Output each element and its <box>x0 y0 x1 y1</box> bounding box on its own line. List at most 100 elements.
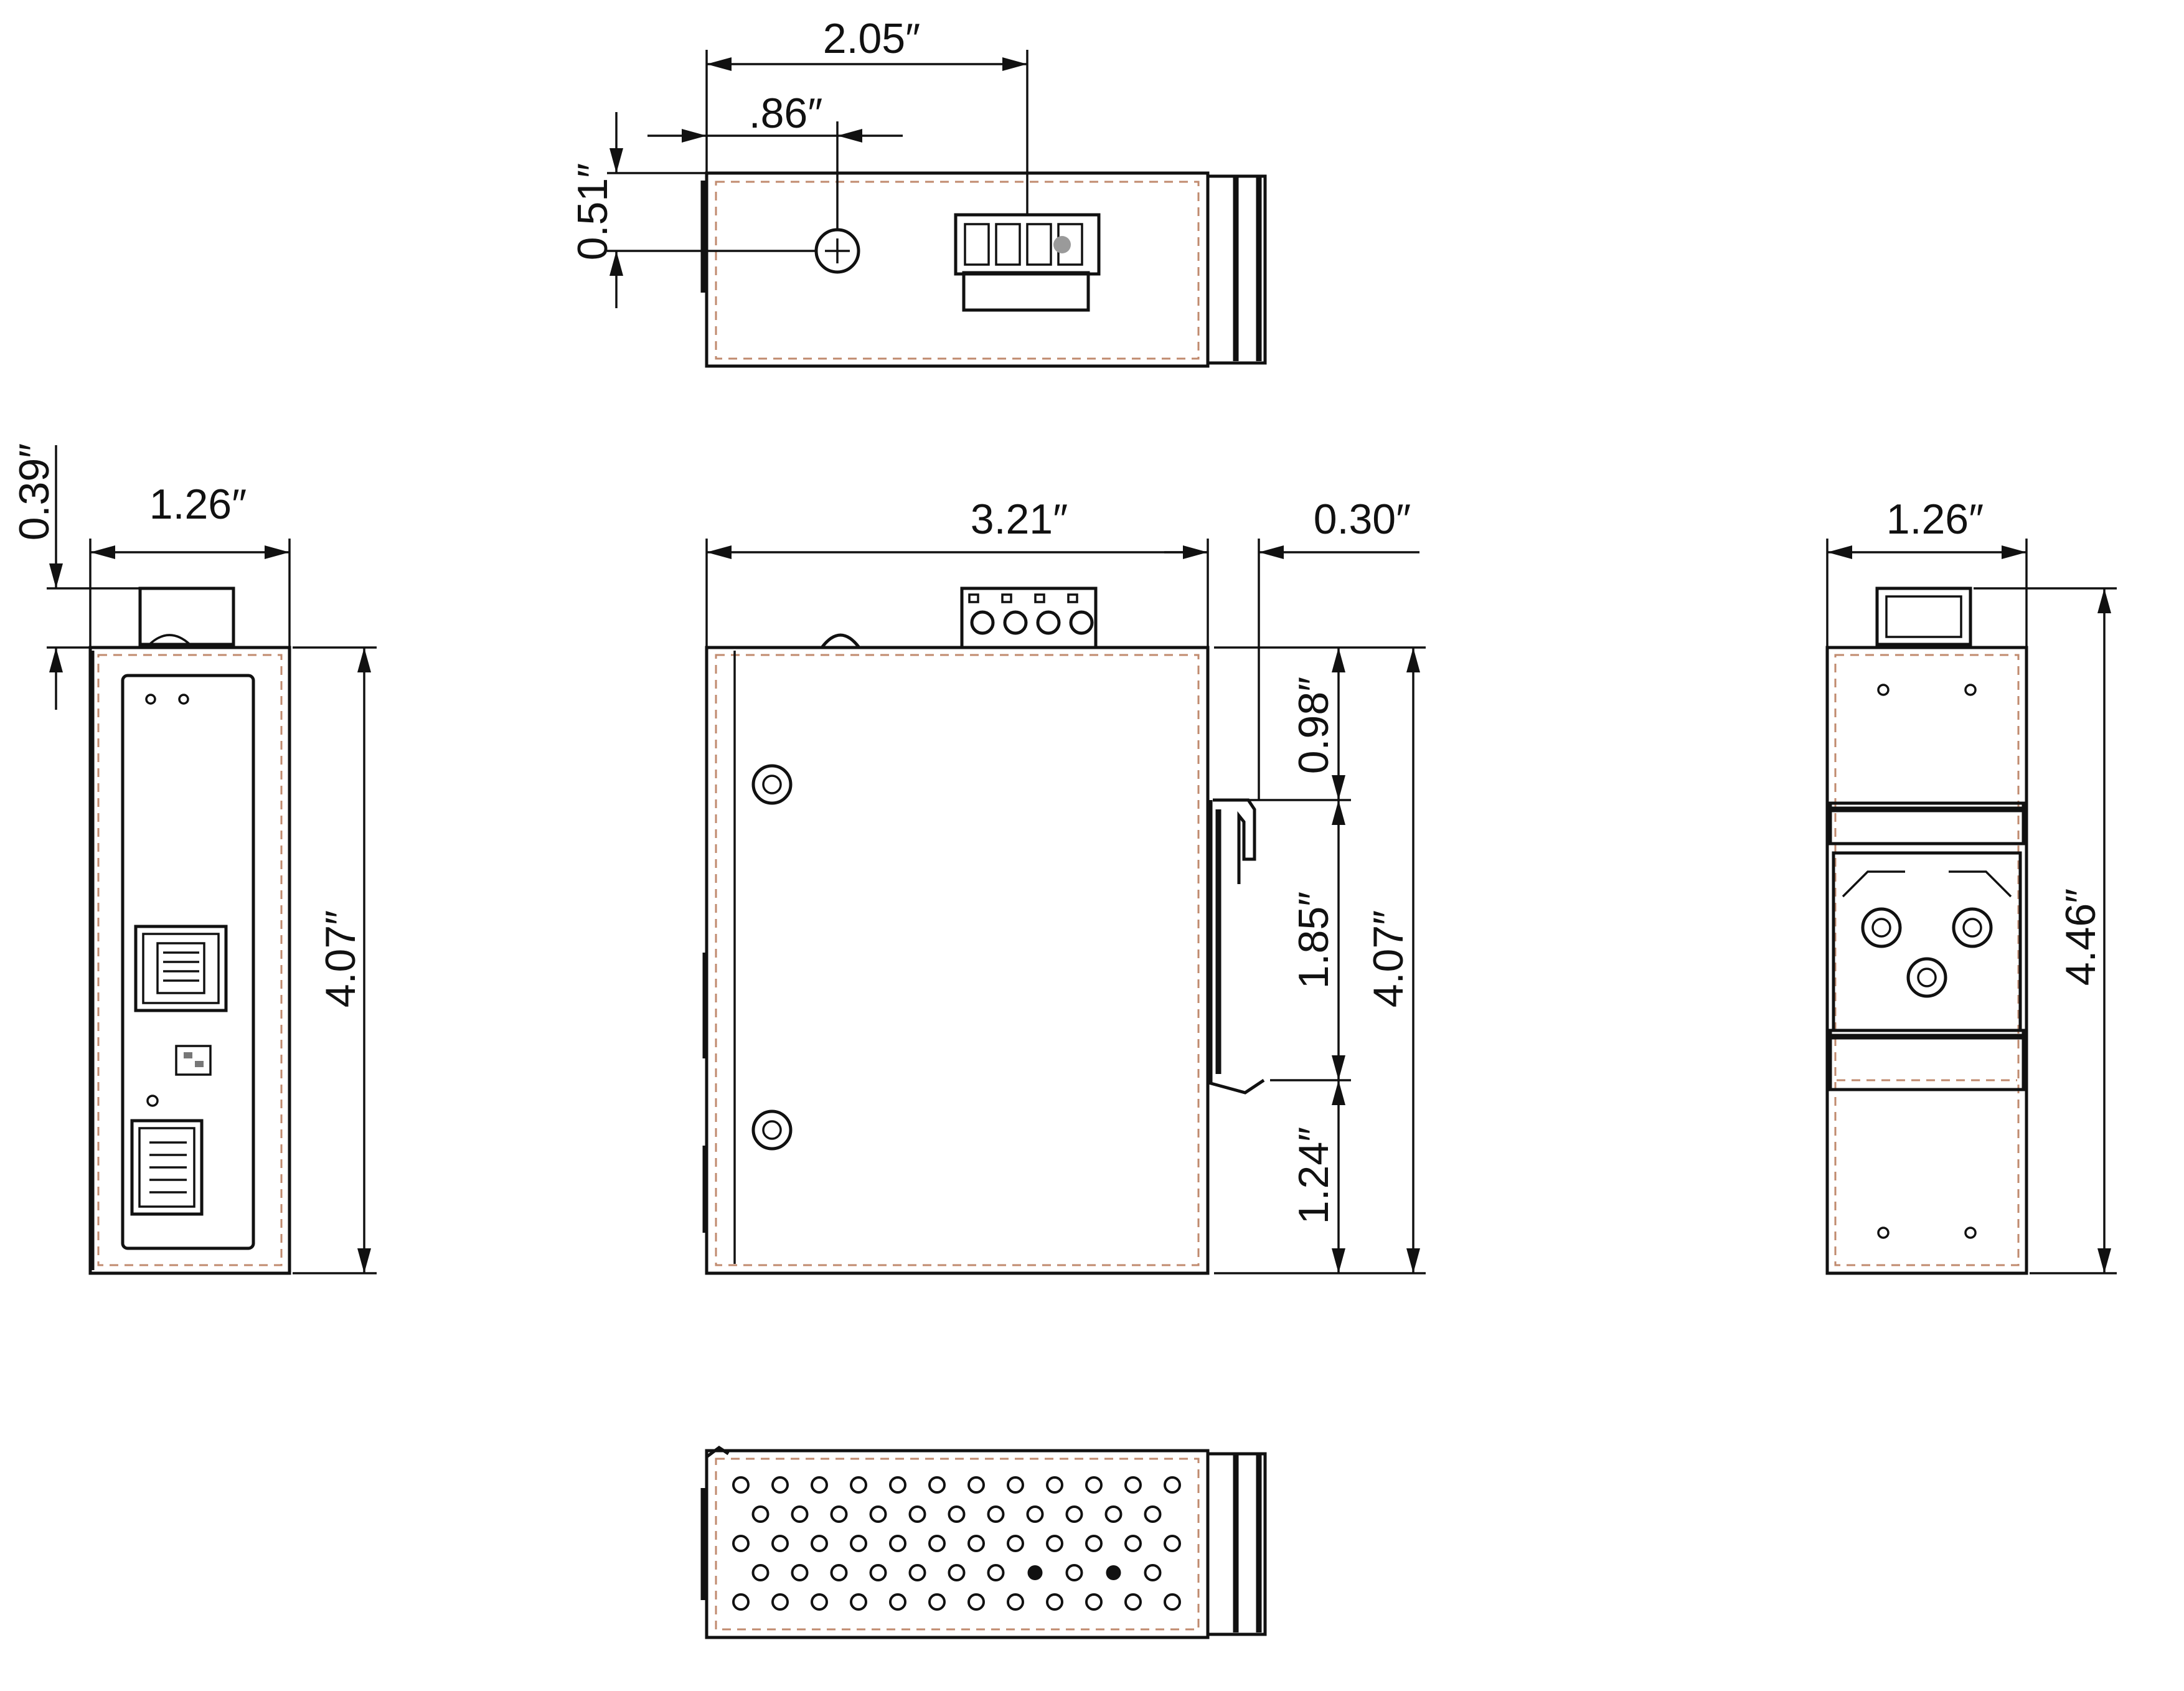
vent-hole <box>771 1593 789 1611</box>
vent-hole <box>987 1564 1005 1581</box>
front-width-label: 1.26″ <box>149 481 247 528</box>
vent-hole <box>1085 1593 1103 1611</box>
side-clip-label: 0.30″ <box>1314 496 1411 543</box>
vent-hole <box>771 1535 789 1552</box>
vent-hole <box>811 1476 828 1494</box>
vent-hole <box>1144 1564 1162 1581</box>
vent-hole <box>850 1593 867 1611</box>
vent-hole <box>732 1535 750 1552</box>
vent-hole <box>928 1535 946 1552</box>
vent-hole <box>1124 1593 1142 1611</box>
led-2-icon <box>178 694 189 705</box>
vent-hole <box>1026 1505 1044 1523</box>
bracket-screw-left-icon <box>1861 907 1902 948</box>
status-led-icon <box>146 1095 159 1107</box>
vent-hole <box>869 1505 887 1523</box>
vent-hole <box>811 1593 828 1611</box>
dip-switch-icon <box>175 1045 212 1076</box>
vent-hole <box>889 1476 906 1494</box>
vent-hole <box>908 1564 926 1581</box>
front-connector-label: 0.39″ <box>11 443 58 540</box>
vent-hole <box>1046 1476 1063 1494</box>
vent-hole <box>889 1535 906 1552</box>
vent-hole <box>1046 1593 1063 1611</box>
side-upper-label: 0.98″ <box>1290 677 1337 774</box>
side-lower-label: 1.24″ <box>1290 1127 1337 1224</box>
mount-screw-upper-icon <box>751 764 793 805</box>
bracket-screw-right-icon <box>1952 907 1993 948</box>
rear-hole-3-icon <box>1877 1227 1890 1239</box>
vent-hole <box>811 1535 828 1552</box>
top-width-label: 2.05″ <box>823 15 920 62</box>
vent-hole <box>751 1505 770 1523</box>
vent-hole <box>830 1564 848 1581</box>
vent-hole <box>1164 1535 1181 1552</box>
vent-hole <box>869 1564 887 1581</box>
ground-screw-icon <box>814 228 860 274</box>
vent-hole <box>1065 1564 1083 1581</box>
terminal-block-top <box>954 213 1101 312</box>
vent-hole <box>928 1476 946 1494</box>
rear-hole-2-icon <box>1964 684 1977 696</box>
side-height-label: 4.07″ <box>1365 910 1412 1007</box>
vent-hole <box>1085 1535 1103 1552</box>
vent-hole <box>751 1564 770 1581</box>
power-connector-front <box>138 586 235 646</box>
vent-hole <box>732 1476 750 1494</box>
vent-hole <box>791 1505 809 1523</box>
vent-hole <box>967 1476 985 1494</box>
din-rail-clip <box>1209 798 1265 1095</box>
vent-hole <box>967 1535 985 1552</box>
vent-hole <box>987 1505 1005 1523</box>
vent-hole <box>1144 1505 1162 1523</box>
vent-hole <box>908 1505 926 1523</box>
vent-hole <box>1007 1593 1024 1611</box>
power-terminal-side <box>960 586 1098 649</box>
side-view: 3.21″ 0.30″ 0.98″ 1.85″ 1.24″ 4.07″ <box>702 496 1426 1275</box>
rj45-port-icon <box>134 925 228 1012</box>
vent-hole <box>791 1564 809 1581</box>
vent-hole <box>948 1564 966 1581</box>
vent-hole <box>889 1593 906 1611</box>
vent-hole <box>1104 1505 1123 1523</box>
sfp-port-icon <box>130 1119 204 1216</box>
top-depth-label: 0.51″ <box>569 163 616 260</box>
power-connector-rear <box>1875 586 1972 646</box>
vent-hole <box>850 1535 867 1552</box>
vent-hole <box>850 1476 867 1494</box>
rear-height-label: 4.46″ <box>2057 888 2104 986</box>
mount-screw-lower-icon <box>751 1109 793 1151</box>
led-1-icon <box>145 694 156 705</box>
front-view: 1.26″ 0.39″ 4.07″ <box>11 443 377 1275</box>
ventilation-holes <box>732 1476 1181 1611</box>
din-rail-bracket <box>1829 801 2025 1091</box>
vent-hole <box>1164 1593 1181 1611</box>
vent-hole <box>948 1505 966 1523</box>
rear-hole-4-icon <box>1964 1227 1977 1239</box>
vent-hole <box>1106 1565 1121 1580</box>
rear-hole-1-icon <box>1877 684 1890 696</box>
top-screw-offset-label: .86″ <box>749 90 823 137</box>
vent-hole <box>771 1476 789 1494</box>
bracket-screw-bottom-icon <box>1906 957 1947 998</box>
vent-hole <box>1007 1476 1024 1494</box>
vent-hole <box>1007 1535 1024 1552</box>
side-middle-label: 1.85″ <box>1290 892 1337 989</box>
vent-hole <box>1065 1505 1083 1523</box>
rear-width-label: 1.26″ <box>1886 496 1984 543</box>
vent-hole <box>830 1505 848 1523</box>
vent-hole <box>732 1593 750 1611</box>
vent-hole <box>967 1593 985 1611</box>
top-view: 2.05″ .86″ 0.51″ <box>569 15 1267 368</box>
rear-view: 1.26″ 4.46″ <box>1825 496 2117 1275</box>
side-depth-label: 3.21″ <box>971 496 1068 543</box>
front-height-label: 4.07″ <box>317 910 364 1007</box>
vent-hole <box>1124 1535 1142 1552</box>
vent-hole <box>1164 1476 1181 1494</box>
bottom-view <box>700 1445 1267 1639</box>
vent-hole <box>1027 1565 1043 1580</box>
vent-hole <box>928 1593 946 1611</box>
vent-hole <box>1124 1476 1142 1494</box>
ground-screw-side <box>821 633 860 649</box>
